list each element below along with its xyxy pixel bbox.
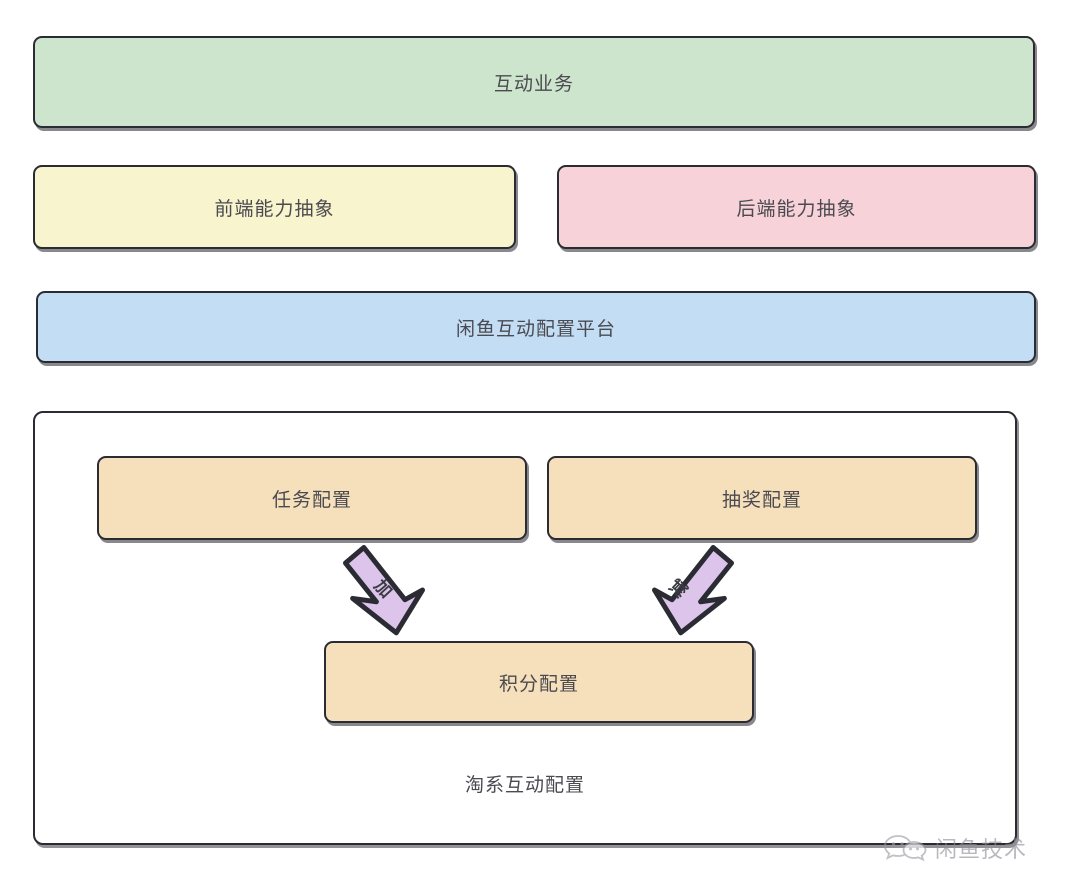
node-backend-abstraction: 后端能力抽象 (557, 165, 1036, 249)
node-lottery-config: 抽奖配置 (547, 456, 977, 540)
watermark: 闲鱼技术 (884, 827, 1064, 869)
node-interactive-business: 互动业务 (33, 36, 1035, 128)
node-label: 抽奖配置 (721, 489, 802, 511)
container-title-label: 淘系互动配置 (464, 775, 585, 796)
node-label: 积分配置 (498, 673, 579, 695)
node-config-platform: 闲鱼互动配置平台 (36, 291, 1036, 363)
arrow-add-down-right: 加 (336, 544, 432, 636)
arrow-add-icon (342, 544, 425, 636)
arrow-subtract-icon (652, 544, 735, 636)
node-frontend-abstraction: 前端能力抽象 (33, 165, 516, 249)
node-label: 后端能力抽象 (736, 198, 857, 220)
node-points-config: 积分配置 (324, 641, 754, 723)
wechat-bubbles-icon (884, 835, 927, 862)
watermark-text: 闲鱼技术 (935, 837, 1028, 862)
arrow-subtract-down-left: 减 (645, 544, 741, 636)
node-task-config: 任务配置 (97, 456, 527, 540)
node-label: 闲鱼互动配置平台 (455, 318, 616, 340)
node-label: 前端能力抽象 (214, 198, 335, 220)
node-label: 互动业务 (493, 73, 574, 95)
node-label: 任务配置 (271, 489, 352, 511)
